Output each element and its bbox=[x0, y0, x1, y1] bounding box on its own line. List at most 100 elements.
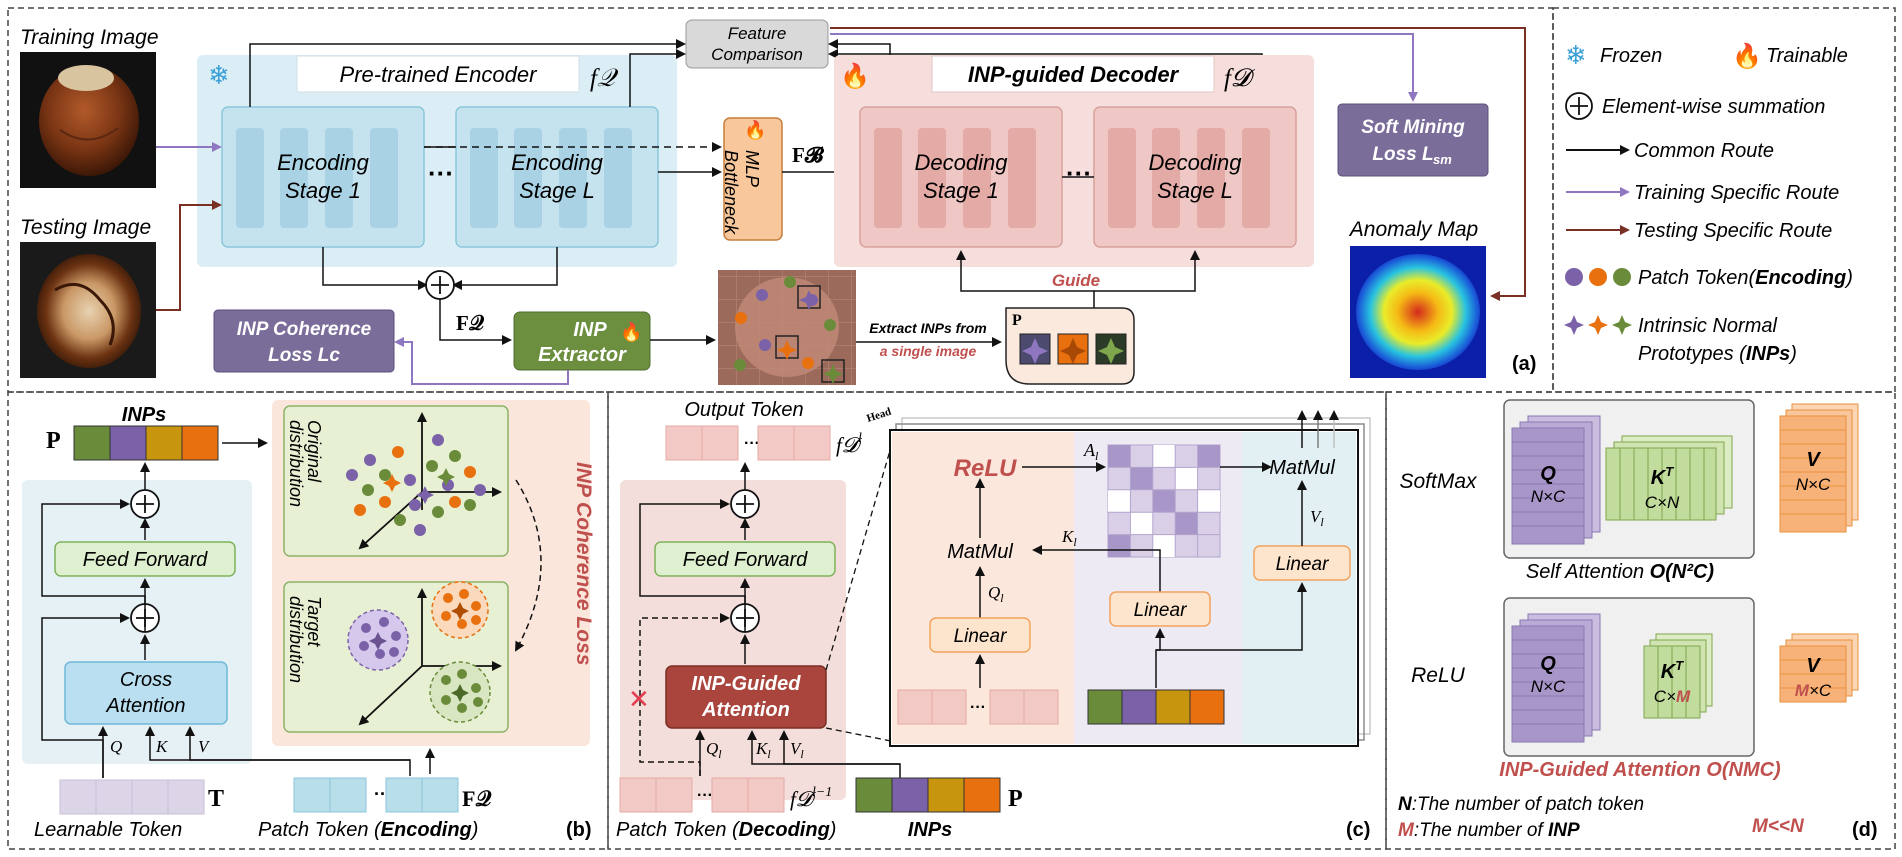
original-distribution-line1: Original bbox=[304, 420, 324, 483]
ql-label-head: Ql bbox=[988, 583, 1004, 605]
decoding-token-bar: ··· bbox=[619, 777, 785, 813]
fd-l-label: f𝓓l bbox=[836, 431, 863, 457]
decoder-title: INP-guided Decoder bbox=[968, 62, 1180, 87]
summation-icon-b1 bbox=[130, 489, 160, 519]
legend-snowflake-icon: ❄ bbox=[1565, 40, 1587, 70]
decoder-ellipsis: ··· bbox=[1066, 158, 1092, 188]
legend-testing-route: Testing Specific Route bbox=[1634, 220, 1832, 242]
kt-matrix-relu: KT C×M bbox=[1643, 633, 1713, 719]
p-label-a: P bbox=[1012, 312, 1022, 329]
extractor-flame-icon: 🔥 bbox=[620, 321, 642, 342]
v-matrix-relu: V M×C bbox=[1779, 633, 1859, 703]
fq-label-b: F𝒬 bbox=[462, 786, 491, 811]
snowflake-icon: ❄ bbox=[208, 60, 230, 90]
patch-token-label-c: Patch Token (Decoding) bbox=[616, 819, 836, 841]
panel-d-tag: (d) bbox=[1852, 819, 1878, 841]
legend-common-route: Common Route bbox=[1634, 140, 1774, 162]
q-matrix-softmax: Q N×C bbox=[1511, 415, 1601, 545]
q-label-softmax: Q bbox=[1540, 463, 1556, 485]
al-label: Al bbox=[1083, 440, 1099, 463]
patch-grid-image bbox=[718, 270, 856, 385]
patch-token-bar-b: ··· bbox=[293, 777, 459, 813]
anomaly-map-image bbox=[1350, 246, 1486, 378]
original-distribution-line2: distribution bbox=[286, 420, 306, 507]
self-attention-complexity: Self Attention O(N²C) bbox=[1526, 561, 1715, 583]
testing-image-label: Testing Image bbox=[20, 216, 151, 239]
feature-comparison-box: Feature Comparison bbox=[685, 19, 829, 69]
head-inp-token-bar bbox=[1087, 689, 1225, 725]
soft-mining-line2: Loss L bbox=[1372, 144, 1433, 165]
panel-borders bbox=[7, 7, 1896, 850]
cross-attention-b: Cross Attention bbox=[64, 661, 228, 725]
guide-label: Guide bbox=[1052, 271, 1100, 290]
summation-icon-a bbox=[425, 270, 455, 300]
mlp-label-line2: Bottleneck bbox=[721, 150, 741, 235]
vl-label-head: Vl bbox=[1310, 507, 1324, 529]
encoder-ellipsis: ··· bbox=[428, 158, 454, 188]
decoding-stage-1-line2: Stage 1 bbox=[923, 178, 999, 203]
inp-token-bar-b bbox=[73, 425, 219, 461]
soft-mining-line1: Soft Mining bbox=[1361, 117, 1465, 138]
encoder-title-box bbox=[296, 55, 580, 93]
output-token-ellipsis: ··· bbox=[744, 435, 760, 452]
head-token-ellipsis: ··· bbox=[970, 699, 986, 716]
panel-a-tag: (a) bbox=[1512, 353, 1536, 375]
panel-a: Training Image Testing Image ❄ Pre-train… bbox=[20, 19, 1536, 385]
encoding-stage-l: Encoding Stage L bbox=[455, 106, 659, 248]
kl-label-c: Kl bbox=[755, 739, 771, 761]
decoding-stage-1: Decoding Stage 1 bbox=[859, 106, 1063, 248]
n-definition: N:The number of patch token bbox=[1398, 794, 1644, 815]
linear-v-label: Linear bbox=[1276, 554, 1329, 575]
target-distribution-line1: Target bbox=[304, 596, 324, 647]
q-label-relu: Q bbox=[1540, 653, 1556, 675]
cross-attention-line1: Cross bbox=[120, 669, 172, 691]
extract-inps-line2: a single image bbox=[880, 343, 977, 359]
decoder-flame-icon: 🔥 bbox=[840, 62, 870, 90]
relu-label-d: ReLU bbox=[1411, 664, 1466, 687]
fq-label-a: F𝒬 bbox=[456, 311, 485, 335]
coherence-loss-vertical: INP Coherence Loss bbox=[572, 462, 595, 665]
matmul-left-label: MatMul bbox=[947, 541, 1013, 563]
inp-extractor-line1: INP bbox=[573, 319, 607, 341]
inps-title-b: INPs bbox=[122, 404, 166, 426]
v-dim-relu: M×C bbox=[1795, 681, 1832, 700]
linear-k-label: Linear bbox=[1134, 600, 1187, 621]
inps-label-c: INPs bbox=[908, 819, 952, 841]
feature-comparison-line1: Feature bbox=[728, 24, 787, 43]
inp-extractor-line2: Extractor bbox=[538, 344, 627, 366]
learnable-token-label: Learnable Token bbox=[34, 819, 182, 841]
original-distribution-box: Original distribution bbox=[283, 405, 509, 557]
v-label-relu: V bbox=[1806, 655, 1821, 677]
anomaly-map-label: Anomaly Map bbox=[1348, 218, 1478, 241]
encoding-stage-l-line1: Encoding bbox=[511, 150, 604, 175]
kt-dim-relu: C×M bbox=[1654, 687, 1691, 706]
head-label: Head bbox=[865, 406, 893, 425]
testing-image bbox=[20, 242, 156, 378]
kt-matrix-softmax: KT C×N bbox=[1605, 435, 1733, 521]
mlp-label-line1: MLP bbox=[742, 150, 762, 187]
cross-attention-line2: Attention bbox=[106, 695, 186, 717]
legend-flame-icon: 🔥 bbox=[1732, 42, 1762, 70]
legend-summation: Element-wise summation bbox=[1602, 96, 1825, 118]
coherence-loss-line1: INP Coherence bbox=[237, 319, 372, 340]
legend-inp-line1: Intrinsic Normal bbox=[1638, 315, 1777, 337]
panel-b: INPs P Feed Forward Cross bbox=[22, 400, 595, 841]
encoding-stage-1-line1: Encoding bbox=[277, 150, 370, 175]
feed-forward-c-label: Feed Forward bbox=[683, 549, 808, 571]
legend-trainable: Trainable bbox=[1766, 45, 1848, 67]
panel-c: Output Token ··· f𝓓l Feed Forward bbox=[616, 399, 1371, 841]
feed-forward-b: Feed Forward bbox=[54, 541, 236, 577]
p-label-b: P bbox=[46, 428, 61, 454]
relu-label: ReLU bbox=[954, 455, 1017, 482]
decoding-stage-1-line1: Decoding bbox=[915, 150, 1009, 175]
inp-guided-attention-line1: INP-Guided bbox=[692, 673, 802, 695]
vl-label-c: Vl bbox=[790, 739, 804, 761]
encoding-stage-1: Encoding Stage 1 bbox=[221, 106, 425, 248]
q-dim-softmax: N×C bbox=[1531, 487, 1566, 506]
output-token-label: Output Token bbox=[684, 399, 803, 421]
patch-token-label-b: Patch Token (Encoding) bbox=[258, 819, 478, 841]
head-patch-token-bar: ··· bbox=[897, 689, 1059, 725]
decoder-title-box bbox=[931, 55, 1215, 93]
